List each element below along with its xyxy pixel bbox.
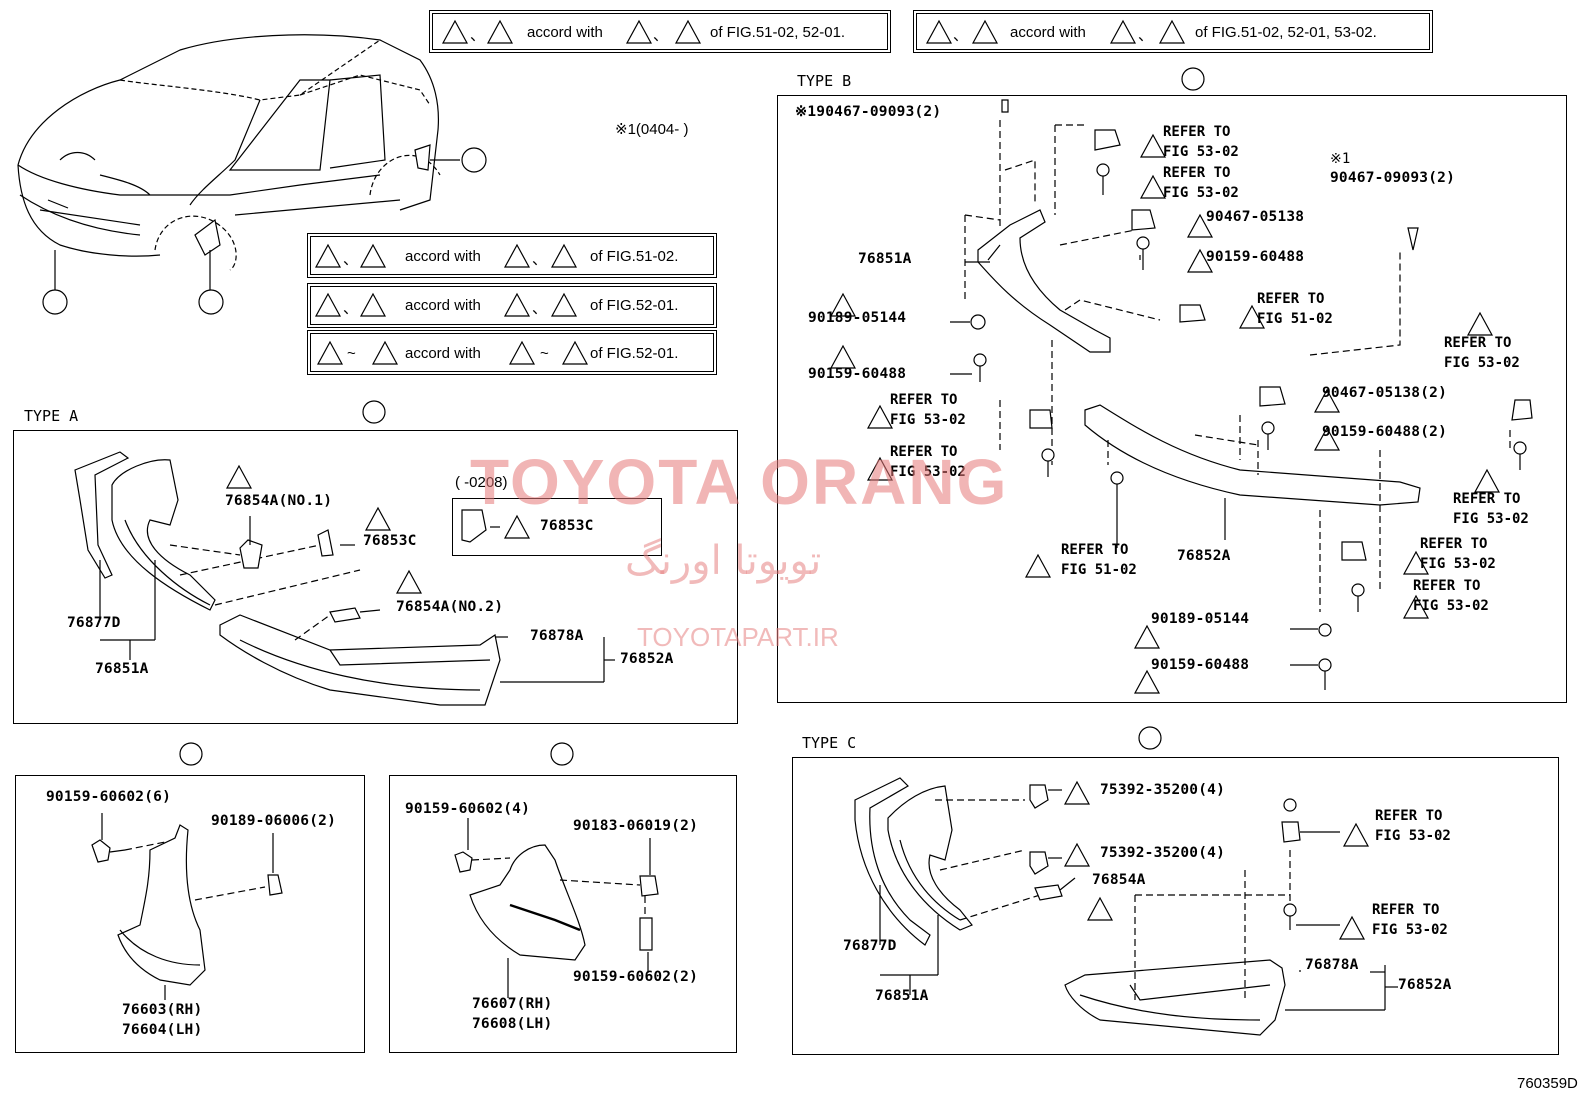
type-b-ref1: REFER TO FIG 51-02 [1061,542,1137,578]
note-box-10-12 [307,330,717,375]
section2-frame [15,775,365,1053]
type-b-top-clip: ※190467-09093(2) [795,104,942,120]
type-a-part-76878a: 76878A [530,628,584,644]
header-note-2-text: accord with [1010,24,1086,41]
note-10-12-suffix: of FIG.52-01. [590,345,679,362]
figure-code: 760359D [1517,1075,1578,1092]
type-b-part-76851a: 76851A [858,251,912,267]
type-b-ref4-left: REFER TO FIG 53-02 [890,392,966,428]
watermark-site: TOYOTAPART.IR [637,622,839,652]
type-a-title: TYPE A [24,407,79,425]
type-b-part-90189-left: 90189-05144 [808,310,907,326]
note-8-9-sep: 、 [343,300,359,317]
section3-frame [389,775,737,1053]
type-a-part-76852a: 76852A [620,651,674,667]
type-b-frame [777,95,1567,703]
type-b-ref4-right: REFER TO FIG 53-02 [1444,335,1520,371]
header-note-1-text: accord with [527,24,603,41]
header-note-2-suffix: of FIG.51-02, 52-01, 53-02. [1195,24,1377,41]
section3-rh: 76607(RH) [472,996,553,1012]
type-b-ref3-left: REFER TO FIG 53-02 [890,444,966,480]
car-illustration [17,34,441,271]
type-a-frame [13,430,738,724]
type-b-part-90159-lower: 90159-60488 [1151,657,1250,673]
type-c-title: TYPE C [802,734,857,752]
section2-artwork [91,813,283,1000]
note-box-8-9 [307,283,717,328]
section3-screw: 90159-60602(2) [573,969,699,985]
type-c-part-76852a: 76852A [1398,977,1452,993]
type-b-ref3-right: REFER TO FIG 53-02 [1453,491,1529,527]
type-b-part-76852a: 76852A [1177,548,1231,564]
type-c-part-76851a: 76851A [875,988,929,1004]
type-c-ref3: REFER TO FIG 53-02 [1375,808,1451,844]
type-c-part-76878a: 76878A [1305,957,1359,973]
note-8-9-sep2: 、 [532,300,548,317]
type-b-part-90159-60488-2: 90159-60488(2) [1322,424,1448,440]
note-10-12-text: accord with [405,345,481,362]
section3-lh: 76608(LH) [472,1016,553,1032]
note-6-7-sep2: 、 [532,251,548,268]
type-a-part-76854a-no1: 76854A(NO.1) [225,493,333,509]
header-note-2-sep2: 、 [1138,27,1154,44]
header-note-2-sep: 、 [953,27,969,44]
section2-lh: 76604(LH) [122,1022,203,1038]
section2-rh: 76603(RH) [122,1002,203,1018]
type-a-inset-part: 76853C [540,518,594,534]
note-6-7-sep: 、 [343,251,359,268]
type-b-part-90467-05138-2: 90467-05138(2) [1322,385,1448,401]
note-8-9-text: accord with [405,297,481,314]
type-a-inset-date: ( -0208) [455,474,508,491]
type-c-frame [792,757,1559,1055]
type-b-part-90159-60488: 90159-60488 [1206,249,1305,265]
type-a-part-76854a-no2: 76854A(NO.2) [396,599,504,615]
type-c-clip2: 75392-35200(4) [1100,845,1226,861]
section3-clip: 90183-06019(2) [573,818,699,834]
type-b-ref2: REFER TO FIG 51-02 [1257,291,1333,327]
type-b-ref3-lower: REFER TO FIG 53-02 [1413,578,1489,614]
header-note-1-suffix: of FIG.51-02, 52-01. [710,24,846,41]
note-10-12-sep: ~ [347,345,356,362]
type-b-title: TYPE B [797,72,852,90]
note-6-7-text: accord with [405,248,481,265]
type-c-clip1: 75392-35200(4) [1100,782,1226,798]
type-b-ref4-top: REFER TO FIG 53-02 [1163,124,1239,160]
header-note-1-sep: 、 [470,27,486,44]
type-a-part-76851a: 76851A [95,661,149,677]
type-a-part-76853c: 76853C [363,533,417,549]
header-note-box-1 [429,10,891,53]
note-6-7-suffix: of FIG.51-02. [590,248,679,265]
note-10-12-sep2: ~ [540,345,549,362]
type-c-artwork [854,777,1398,1036]
type-b-ref3-top: REFER TO FIG 53-02 [1163,165,1239,201]
type-a-part-76877d: 76877D [67,615,121,631]
type-b-ref4-lower: REFER TO FIG 53-02 [1420,536,1496,572]
watermark-brand: TOYOTA ORANG [470,446,1009,518]
date-note: ※1(0404- ) [615,121,689,138]
header-note-1-sep2: 、 [653,27,669,44]
type-a-inset-frame [452,498,662,556]
type-b-part-90189-lower: 90189-05144 [1151,611,1250,627]
header-note-box-2 [913,10,1433,53]
type-b-artwork [950,99,1533,690]
type-c-part-76854a: 76854A [1092,872,1146,888]
section3-bolt: 90159-60602(4) [405,801,531,817]
section2-nut: 90189-06006(2) [211,813,337,829]
type-b-part-90159-left: 90159-60488 [808,366,907,382]
watermark-persian: تویوتا اورنگ [625,538,822,584]
section2-bolt: 90159-60602(6) [46,789,172,805]
type-b-star1-part: 90467-09093(2) [1330,170,1456,186]
type-c-ref4: REFER TO FIG 53-02 [1372,902,1448,938]
type-b-part-90467-05138: 90467-05138 [1206,209,1305,225]
section3-artwork [454,818,659,998]
type-b-star1: ※1 [1330,151,1351,167]
type-c-part-76877d: 76877D [843,938,897,954]
note-box-6-7 [307,233,717,278]
type-a-artwork [74,451,615,706]
note-8-9-suffix: of FIG.52-01. [590,297,679,314]
